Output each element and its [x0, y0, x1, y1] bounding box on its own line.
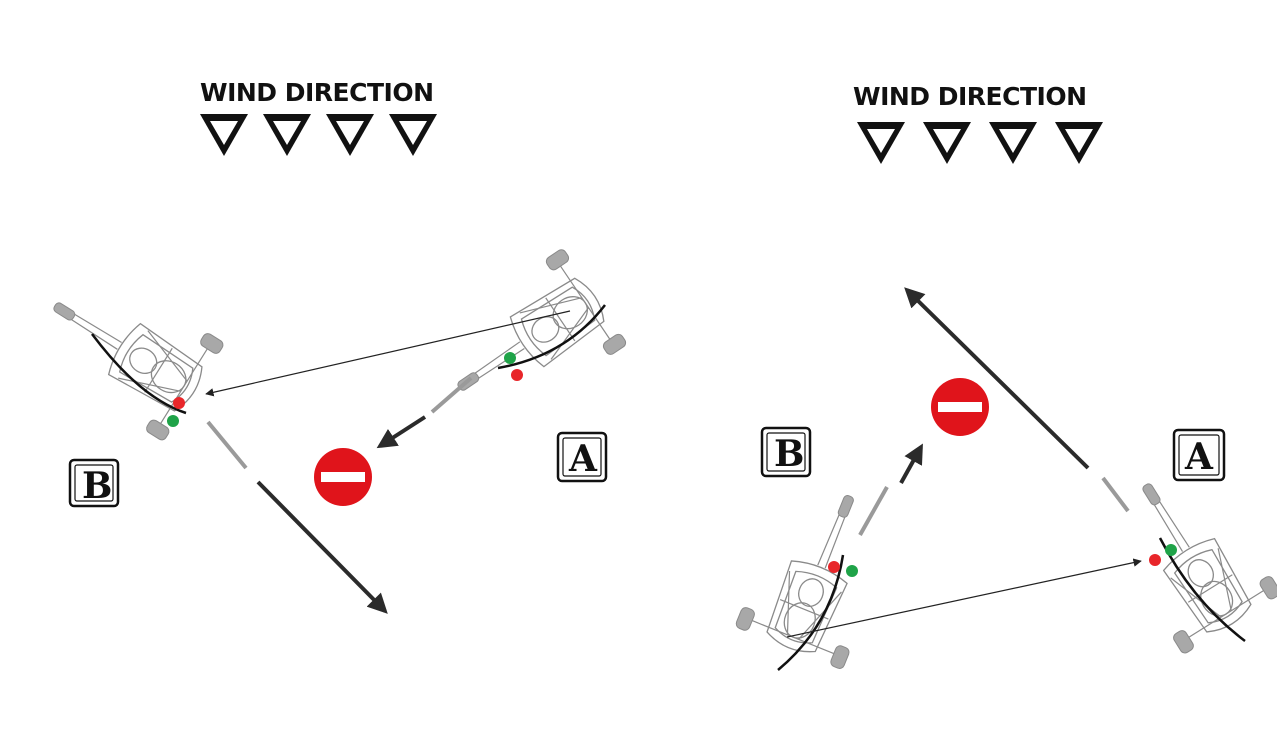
- no-entry-icon: [314, 448, 372, 506]
- point-a-marker: A: [556, 431, 608, 483]
- wind-direction-label: WIND DIRECTION: [853, 82, 1087, 111]
- red-marker: [173, 397, 185, 409]
- right-panel: WIND DIRECTION B A: [734, 82, 1277, 671]
- buggy-a-steering-line: [430, 376, 473, 414]
- kite-line: [777, 554, 845, 671]
- upwind-arrow: [904, 287, 1090, 470]
- point-b-marker: B: [68, 458, 120, 508]
- left-panel: WIND DIRECTION: [23, 78, 629, 614]
- wind-direction-triangle-icon: [200, 114, 437, 156]
- kite-buggy-icon: [1095, 453, 1277, 656]
- kite-buggy-icon: [23, 255, 226, 443]
- kite-line: [497, 304, 606, 370]
- wind-direction-label: WIND DIRECTION: [200, 78, 434, 107]
- buggy-a-steering-line: [1101, 476, 1130, 513]
- course-arrow: [205, 310, 571, 397]
- point-b-marker: B: [760, 426, 812, 478]
- red-marker: [511, 369, 523, 381]
- point-b-label: B: [82, 465, 112, 507]
- kite-buggy-icon: [426, 247, 629, 437]
- point-a-marker: A: [1172, 428, 1226, 482]
- green-marker: [846, 565, 858, 577]
- point-a-label: A: [568, 438, 598, 480]
- point-b-label: B: [774, 433, 804, 475]
- green-marker: [1165, 544, 1177, 556]
- kite-line: [91, 333, 187, 415]
- course-arrow: [786, 558, 1142, 638]
- buggy-b-steering-line: [858, 486, 889, 536]
- red-marker: [828, 561, 840, 573]
- downwind-arrow: [256, 480, 388, 614]
- buggy-b-steering-line: [206, 420, 248, 470]
- blocked-direction-arrow: [899, 443, 923, 484]
- blocked-direction-arrow: [376, 415, 427, 449]
- point-a-label: A: [1184, 436, 1214, 478]
- red-marker: [1149, 554, 1161, 566]
- green-marker: [504, 352, 516, 364]
- no-entry-icon: [931, 378, 989, 436]
- wind-direction-triangle-icon: [857, 122, 1103, 164]
- green-marker: [167, 415, 179, 427]
